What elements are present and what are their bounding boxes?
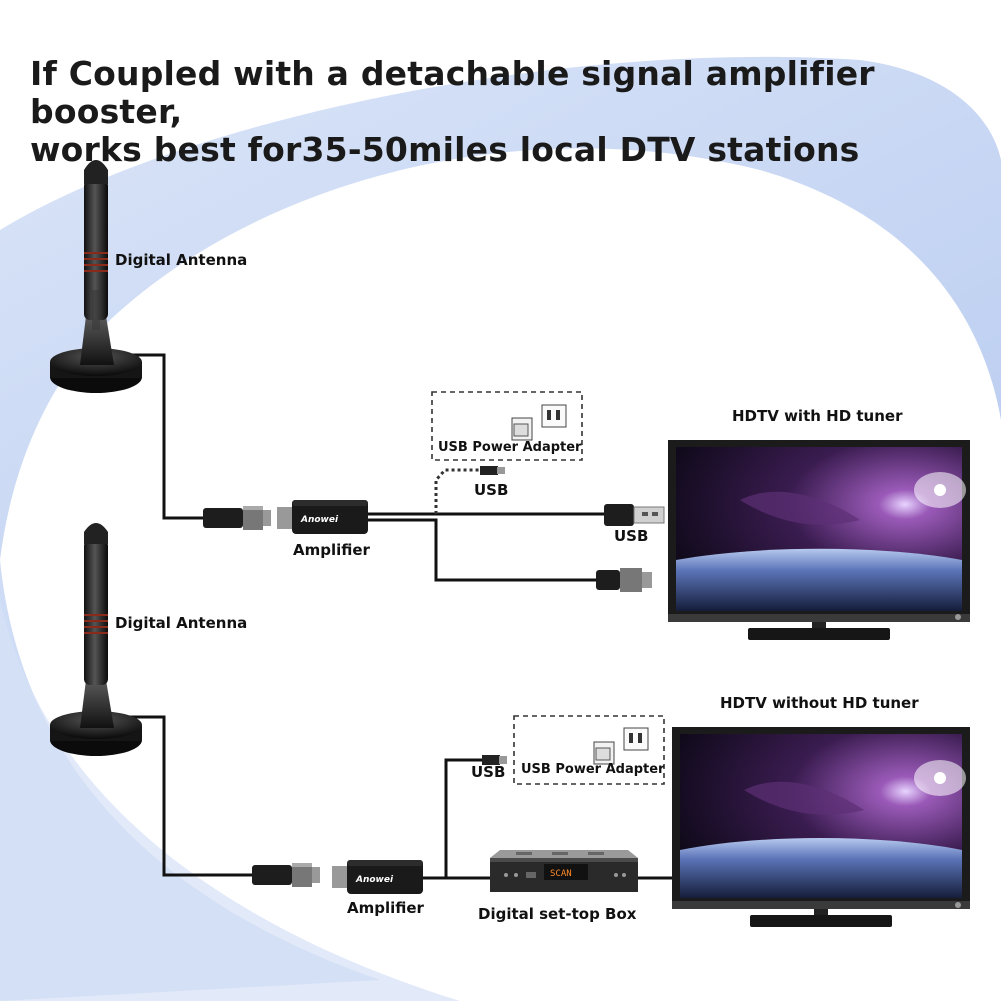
upper-amplifier-label: Amplifier — [293, 541, 370, 559]
upper-hdtv — [668, 440, 970, 640]
lower-tv-label: HDTV without HD tuner — [720, 694, 919, 712]
lower-usb-power-adapter — [513, 715, 665, 785]
upper-tv-coax-plug — [596, 568, 652, 592]
headline-line-1: If Coupled with a detachable signal ampl… — [30, 54, 875, 131]
lower-amplifier — [332, 860, 423, 894]
headline-line-2: works best for35-50miles local DTV stati… — [30, 130, 860, 169]
set-top-box — [490, 850, 638, 892]
upper-adapter-label: USB Power Adapter — [438, 440, 582, 455]
upper-cables — [118, 353, 605, 582]
settop-box-label: Digital set-top Box — [478, 905, 637, 923]
upper-antenna — [50, 160, 142, 393]
upper-usb-plug-small — [480, 466, 505, 475]
lower-amplifier-label: Amplifier — [347, 899, 424, 917]
upper-amplifier — [277, 500, 368, 534]
lower-adapter-label: USB Power Adapter — [521, 762, 665, 777]
lower-antenna-label: Digital Antenna — [115, 614, 248, 632]
lower-antenna — [50, 523, 142, 756]
upper-usb-power-adapter — [431, 391, 583, 461]
headline: If Coupled with a detachable signal ampl… — [30, 55, 990, 169]
lower-usb-label: USB — [471, 763, 506, 781]
lower-coax-connector — [252, 863, 320, 887]
set-top-box-display: SCAN — [550, 869, 572, 879]
upper-amplifier-brand: Anowei — [300, 515, 339, 525]
upper-tv-label: HDTV with HD tuner — [732, 407, 903, 425]
lower-cables — [118, 715, 672, 880]
lower-hdtv — [672, 727, 970, 927]
upper-usb-plug-label: USB — [614, 527, 649, 545]
lower-usb-plug-small — [482, 755, 507, 765]
upper-coax-connector — [203, 506, 271, 530]
upper-usb-plug — [604, 504, 665, 526]
upper-usb-cable-label: USB — [474, 481, 509, 499]
lower-amplifier-brand: Anowei — [355, 875, 394, 885]
upper-antenna-label: Digital Antenna — [115, 251, 248, 269]
